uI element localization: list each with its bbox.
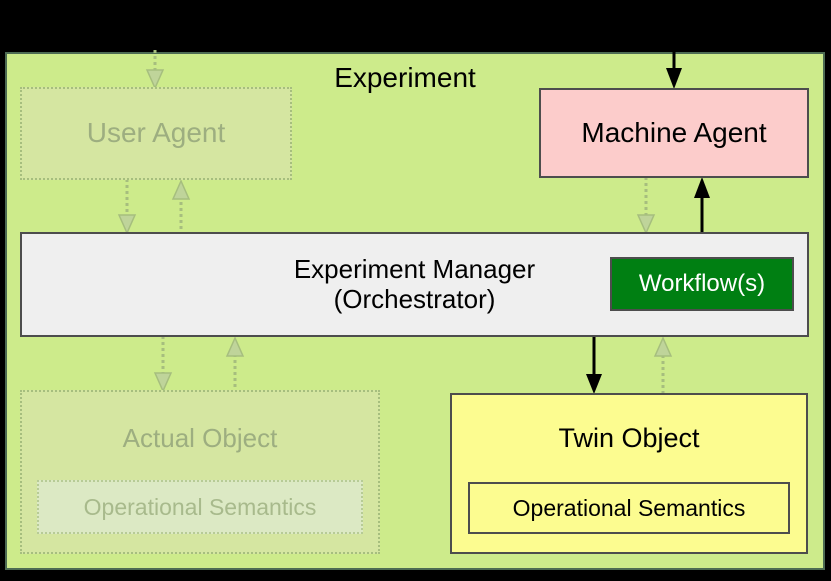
node-actual-object-label: Actual Object xyxy=(122,423,278,453)
connector-external-to-user-agent xyxy=(145,50,165,90)
connector-manager-to-machine-agent xyxy=(692,176,712,236)
node-user-agent[interactable]: User Agent xyxy=(20,87,292,180)
node-experiment-manager-label-line1: Experiment Manager xyxy=(293,253,536,284)
connector-manager-to-twin-object xyxy=(584,336,604,396)
node-actual-object-operational-semantics[interactable]: Operational Semantics xyxy=(37,480,363,534)
connector-manager-to-actual-object xyxy=(153,336,173,393)
node-twin-object-operational-semantics-label: Operational Semantics xyxy=(512,494,746,521)
node-workflows[interactable]: Workflow(s) xyxy=(610,257,794,311)
connector-machine-agent-to-manager xyxy=(636,177,656,235)
node-machine-agent[interactable]: Machine Agent xyxy=(539,88,809,178)
connector-actual-object-to-manager xyxy=(225,336,245,393)
node-experiment-manager-label-line2: (Orchestrator) xyxy=(333,283,496,314)
node-actual-object-operational-semantics-label: Operational Semantics xyxy=(83,493,317,520)
node-machine-agent-label: Machine Agent xyxy=(581,116,767,148)
connector-twin-object-to-manager xyxy=(653,336,673,394)
connector-user-agent-to-manager xyxy=(117,179,137,235)
node-user-agent-label: User Agent xyxy=(86,117,226,149)
connector-external-to-machine-agent xyxy=(664,0,684,90)
connector-manager-to-user-agent xyxy=(171,179,191,235)
node-workflows-label: Workflow(s) xyxy=(638,270,766,297)
node-twin-object-label: Twin Object xyxy=(558,423,700,453)
page-title: Experiment xyxy=(334,62,476,93)
node-twin-object-operational-semantics[interactable]: Operational Semantics xyxy=(468,482,790,534)
